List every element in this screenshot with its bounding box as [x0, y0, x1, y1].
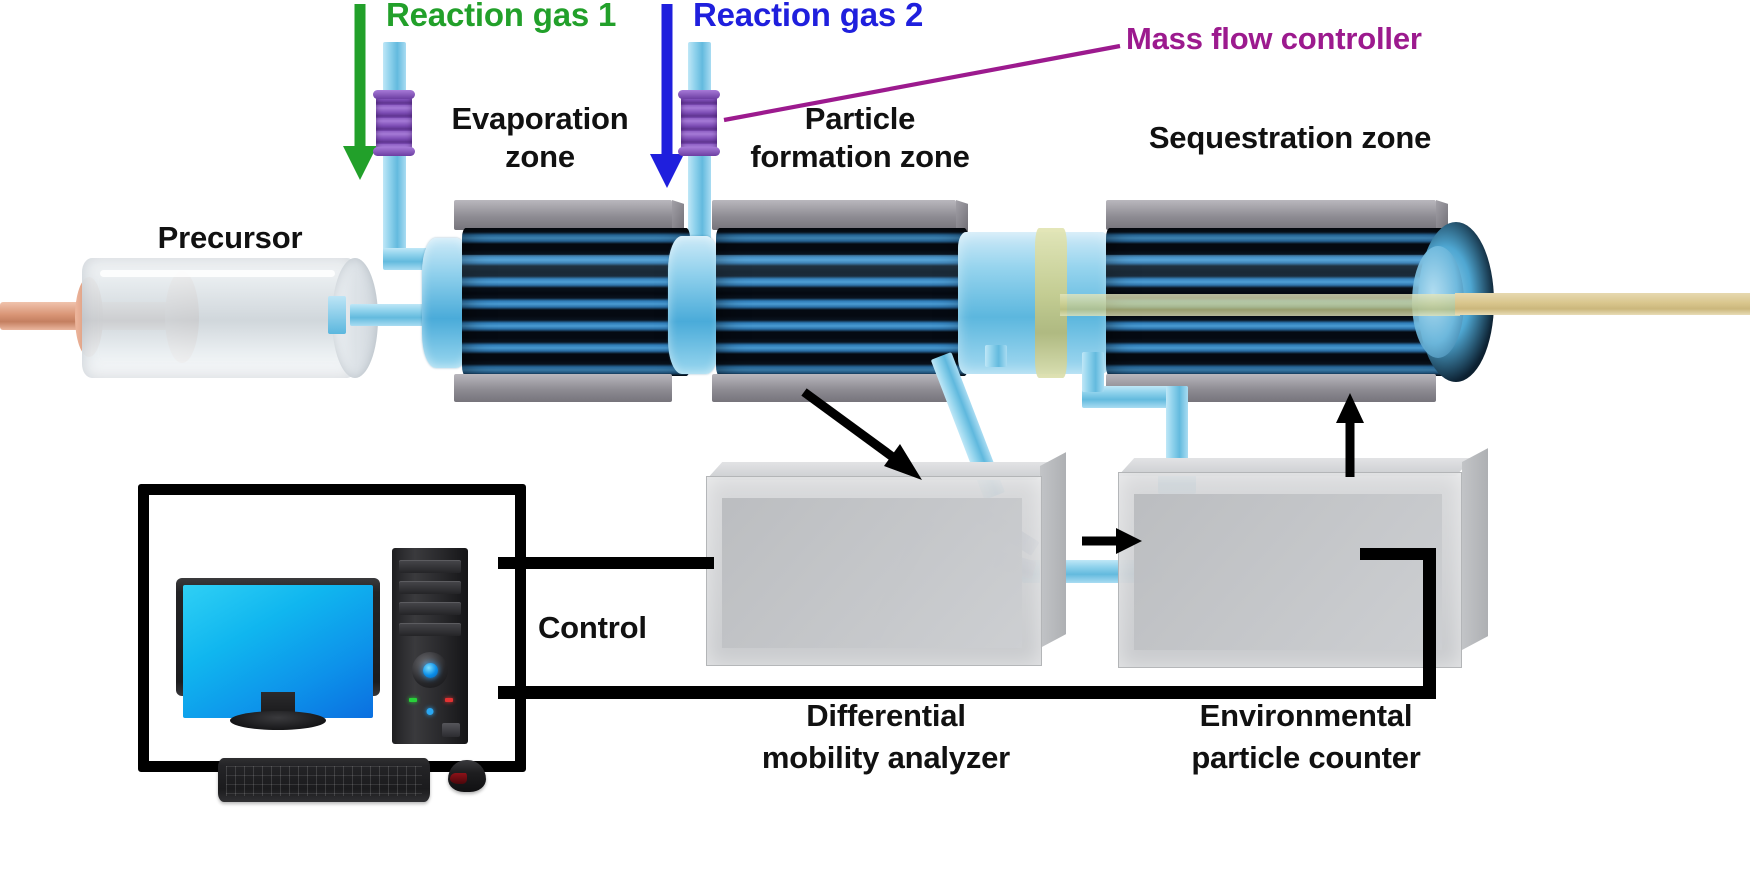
reaction-gas-2-label: Reaction gas 2 [693, 0, 924, 33]
sequestration-heater-block-top [1106, 200, 1436, 230]
tower-led-red [445, 698, 453, 702]
particle-formation-zone-label-line1: Particle [804, 101, 916, 136]
evaporation-zone-heater-block-top [454, 200, 672, 230]
control-monitor [176, 578, 380, 730]
reaction-gas-2-inlet-arrow [650, 4, 684, 190]
control-pc-tower [392, 548, 468, 744]
tower-led-blue [426, 708, 434, 715]
epc-label-line2: particle counter [1191, 740, 1421, 775]
mass-flow-controller-label: Mass flow controller [1126, 21, 1422, 56]
dma-label-line2: mobility analyzer [761, 740, 1011, 775]
monitor-stand-base [230, 711, 326, 730]
evaporation-zone-label-line2: zone [505, 139, 575, 174]
sequestration-rod-outlet [1455, 293, 1750, 315]
evaporation-zone-label-line1: Evaporation [451, 101, 629, 136]
particle-formation-heater-block-top [712, 200, 956, 230]
tower-led-green [409, 698, 417, 702]
precursor-glass-body [82, 258, 357, 378]
precursor-vessel [0, 258, 462, 378]
dma-side-face [1040, 452, 1066, 648]
precursor-highlight [100, 270, 335, 277]
epc-inner-panel [1134, 494, 1442, 650]
epc-side-face [1462, 448, 1488, 650]
manifold-sample-port [985, 345, 1007, 367]
precursor-outlet-port [328, 296, 346, 334]
flow-to-dma-arrow [801, 388, 922, 480]
zone-joint-flange-1 [668, 236, 720, 374]
dma-label-line1: Differential [806, 698, 966, 733]
evaporation-zone-heater-block-bottom [454, 374, 672, 402]
control-keyboard[interactable] [218, 758, 430, 802]
tower-drive-bay-4 [398, 623, 462, 636]
mass-flow-controller-1 [373, 90, 415, 156]
particle-formation-tube-body [716, 228, 968, 376]
tower-drive-bay-3 [398, 602, 462, 615]
precursor-label: Precursor [157, 220, 303, 255]
differential-mobility-analyzer [706, 452, 1066, 666]
particle-formation-heater-block-bottom [712, 374, 956, 402]
tower-power-indicator [422, 662, 438, 678]
control-wire-epc-riser [1423, 548, 1436, 693]
mass-flow-controller-leader-line [723, 43, 1121, 123]
control-mouse[interactable] [448, 760, 486, 792]
reaction-gas-1-label: Reaction gas 1 [386, 0, 617, 33]
environmental-particle-counter [1118, 448, 1488, 668]
epc-outlet-arrow [1336, 393, 1364, 477]
dma-inner-panel [722, 498, 1022, 648]
mouse-side-accent [450, 772, 467, 785]
reaction-gas-1-inlet-arrow [343, 4, 377, 180]
control-wire-pc-to-dma [498, 557, 714, 569]
control-wire-epc-top-connector [1360, 548, 1430, 560]
tower-optical-drive-bay [398, 560, 462, 573]
evaporation-zone-tube-body [462, 228, 690, 376]
epc-return-tube-riser-left [1082, 352, 1104, 392]
particle-formation-zone-label-line2: formation zone [750, 139, 970, 174]
tower-front-usb-ports [442, 723, 460, 737]
control-label: Control [538, 610, 647, 645]
tower-drive-bay-2 [398, 581, 462, 594]
sequestration-collection-rod [1060, 294, 1460, 316]
epc-label-line1: Environmental [1199, 698, 1413, 733]
keyboard-key-grid [226, 765, 422, 796]
control-wire-pc-bottom-horizontal [498, 686, 1436, 699]
epc-return-tube-upper-horizontal [1082, 386, 1188, 408]
sequestration-zone-label: Sequestration zone [1148, 120, 1432, 155]
mass-flow-controller-2 [678, 90, 720, 156]
tower-power-button[interactable] [412, 652, 448, 688]
evaporation-zone-furnace [454, 200, 690, 402]
dma-to-epc-arrow [1082, 528, 1142, 554]
particle-formation-zone-furnace [712, 200, 968, 402]
